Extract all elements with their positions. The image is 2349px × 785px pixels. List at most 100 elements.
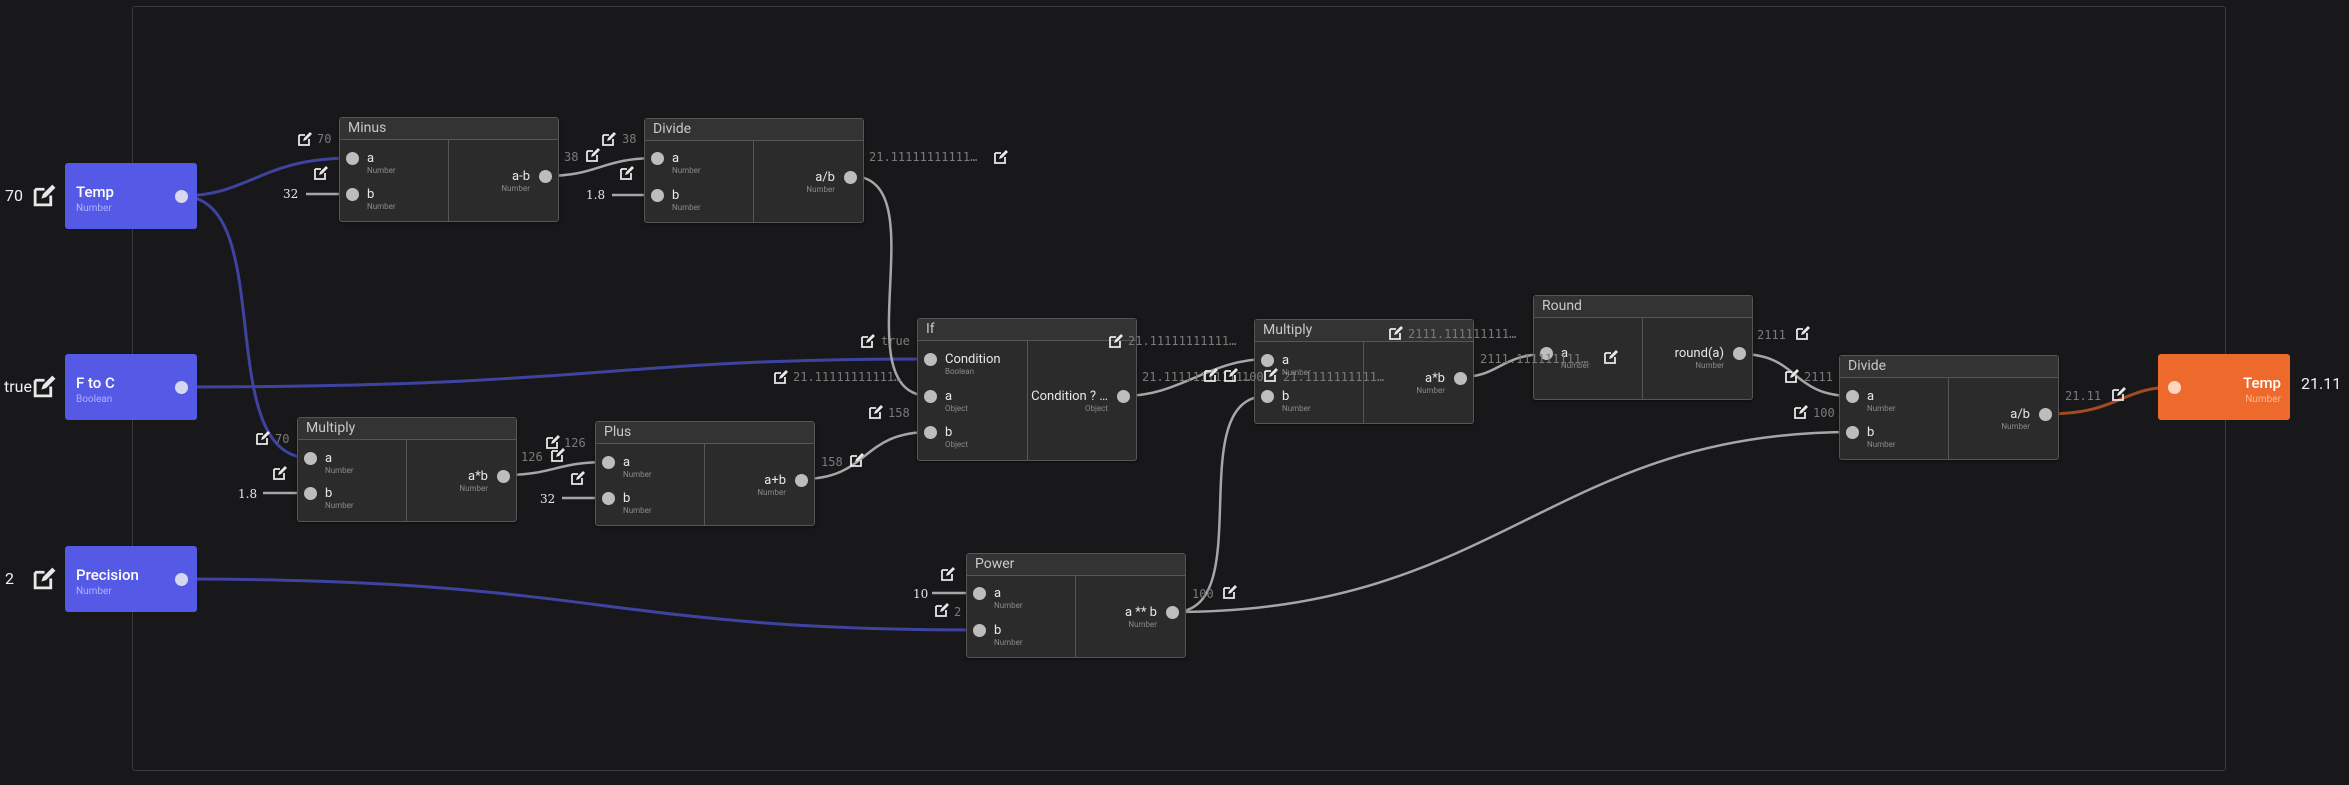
edit-icon[interactable] bbox=[868, 404, 884, 420]
input-node-title: Precision bbox=[76, 566, 139, 584]
input-pin-b[interactable] bbox=[651, 189, 664, 202]
output-pin[interactable] bbox=[2039, 408, 2052, 421]
input-pin-a[interactable] bbox=[602, 456, 615, 469]
input-temp-value: 70 bbox=[5, 186, 23, 205]
edit-icon[interactable] bbox=[619, 165, 635, 181]
input-pin-a[interactable] bbox=[651, 152, 664, 165]
node-title: Multiply bbox=[1255, 320, 1473, 342]
node-multiply[interactable]: Multiply a Number b Number a*b Number bbox=[297, 417, 517, 522]
edit-icon[interactable] bbox=[297, 131, 313, 147]
edit-icon[interactable] bbox=[1108, 333, 1124, 349]
edit-icon[interactable] bbox=[313, 165, 329, 181]
edit-icon[interactable] bbox=[860, 333, 876, 349]
node-plus[interactable]: Plus a Number b Number a+b Number bbox=[595, 421, 815, 526]
output-pin[interactable] bbox=[1166, 606, 1179, 619]
input-precision-edit-icon[interactable] bbox=[32, 566, 57, 591]
input-pin[interactable] bbox=[2168, 381, 2181, 394]
edit-icon[interactable] bbox=[545, 434, 561, 450]
edit-icon[interactable] bbox=[1223, 367, 1239, 383]
output-pin[interactable] bbox=[1117, 390, 1130, 403]
edit-icon[interactable] bbox=[1263, 367, 1279, 383]
node-divide[interactable]: Divide a Number b Number a/b Number bbox=[644, 118, 864, 223]
pin-type: Number bbox=[672, 203, 701, 212]
input-pin-b[interactable] bbox=[1846, 426, 1859, 439]
input-wires bbox=[180, 156, 980, 632]
pin-label: b bbox=[994, 623, 1002, 638]
pin-label: Condition ? … bbox=[1031, 389, 1108, 404]
output-pin[interactable] bbox=[175, 573, 188, 586]
edit-icon[interactable] bbox=[993, 149, 1009, 165]
edit-icon[interactable] bbox=[255, 430, 271, 446]
output-pin[interactable] bbox=[1733, 347, 1746, 360]
edit-icon[interactable] bbox=[1793, 404, 1809, 420]
pin-type: Number bbox=[325, 501, 354, 510]
input-pin-a[interactable] bbox=[973, 587, 986, 600]
input-ftoc-edit-icon[interactable] bbox=[32, 374, 57, 399]
minus-out-value: 38 bbox=[564, 150, 579, 164]
input-node-f-to-c[interactable]: F to C Boolean bbox=[65, 354, 197, 420]
input-pin-a[interactable] bbox=[346, 152, 359, 165]
node-power[interactable]: Power a Number b Number a ** b Number bbox=[966, 553, 1186, 658]
edit-icon[interactable] bbox=[940, 566, 956, 582]
edit-icon[interactable] bbox=[601, 131, 617, 147]
edit-icon[interactable] bbox=[1603, 349, 1619, 365]
pin-type: Number bbox=[325, 466, 354, 475]
edit-icon[interactable] bbox=[1784, 368, 1800, 384]
input-pin-condition[interactable] bbox=[924, 353, 937, 366]
if-b-value: 158 bbox=[888, 406, 910, 420]
edit-icon[interactable] bbox=[272, 465, 288, 481]
input-pin-b[interactable] bbox=[924, 426, 937, 439]
edit-icon[interactable] bbox=[1795, 325, 1811, 341]
power-a-literal: 10 bbox=[913, 587, 929, 601]
output-pin[interactable] bbox=[844, 171, 857, 184]
node-divide-2[interactable]: Divide a Number b Number a/b Number bbox=[1839, 355, 2059, 460]
edit-icon[interactable] bbox=[934, 602, 950, 618]
edit-icon[interactable] bbox=[585, 147, 601, 163]
node-round[interactable]: Round a Number round(a) Number bbox=[1533, 295, 1753, 400]
input-pin-b[interactable] bbox=[1261, 390, 1274, 403]
plus-a-value: 126 bbox=[564, 436, 586, 450]
if-out-value-right: 21.11111111111… bbox=[1142, 370, 1251, 384]
input-pin-a[interactable] bbox=[924, 390, 937, 403]
output-node-temp[interactable]: Temp Number bbox=[2158, 354, 2290, 420]
edit-icon[interactable] bbox=[849, 452, 865, 468]
edit-icon[interactable] bbox=[2111, 386, 2127, 402]
edit-icon[interactable] bbox=[1388, 325, 1404, 341]
input-temp-edit-icon[interactable] bbox=[32, 183, 57, 208]
node-if[interactable]: If Condition Boolean a Object b Object C… bbox=[917, 318, 1137, 461]
input-pin-a[interactable] bbox=[1540, 347, 1553, 360]
multiply-a-value: 70 bbox=[275, 432, 290, 446]
edit-icon[interactable] bbox=[1222, 584, 1238, 600]
wire-divide-if-a bbox=[850, 174, 931, 398]
node-multiply-2[interactable]: Multiply a Number b Number a*b Number bbox=[1254, 319, 1474, 424]
input-pin-a[interactable] bbox=[1846, 390, 1859, 403]
output-pin[interactable] bbox=[1454, 372, 1467, 385]
if-a-value: 21.11111111111… bbox=[793, 370, 902, 384]
input-pin-a[interactable] bbox=[1261, 354, 1274, 367]
output-pin[interactable] bbox=[175, 381, 188, 394]
plus-out-value: 158 bbox=[821, 455, 843, 469]
minus-a-value: 70 bbox=[317, 132, 332, 146]
wire-ftoc-if-condition bbox=[180, 357, 931, 389]
input-node-temp[interactable]: Temp Number bbox=[65, 163, 197, 229]
pin-label: round(a) bbox=[1674, 346, 1724, 361]
edit-icon[interactable] bbox=[1203, 367, 1219, 383]
input-pin-a[interactable] bbox=[304, 452, 317, 465]
output-pin[interactable] bbox=[175, 190, 188, 203]
node-minus[interactable]: Minus a Number b Number a-b Number bbox=[339, 117, 559, 222]
input-pin-b[interactable] bbox=[346, 188, 359, 201]
output-pin[interactable] bbox=[497, 470, 510, 483]
output-pin[interactable] bbox=[795, 474, 808, 487]
pin-label: a*b bbox=[1425, 371, 1445, 386]
edit-icon[interactable] bbox=[570, 470, 586, 486]
pin-type: Number bbox=[459, 484, 488, 493]
multiply-b-literal: 1.8 bbox=[238, 487, 258, 501]
output-pin[interactable] bbox=[539, 170, 552, 183]
input-node-precision[interactable]: Precision Number bbox=[65, 546, 197, 612]
input-pin-b[interactable] bbox=[304, 487, 317, 500]
divide2-a-value: 2111 bbox=[1804, 370, 1833, 384]
input-pin-b[interactable] bbox=[973, 624, 986, 637]
edit-icon[interactable] bbox=[773, 369, 789, 385]
input-pin-b[interactable] bbox=[602, 492, 615, 505]
node-title: If bbox=[918, 319, 1136, 341]
